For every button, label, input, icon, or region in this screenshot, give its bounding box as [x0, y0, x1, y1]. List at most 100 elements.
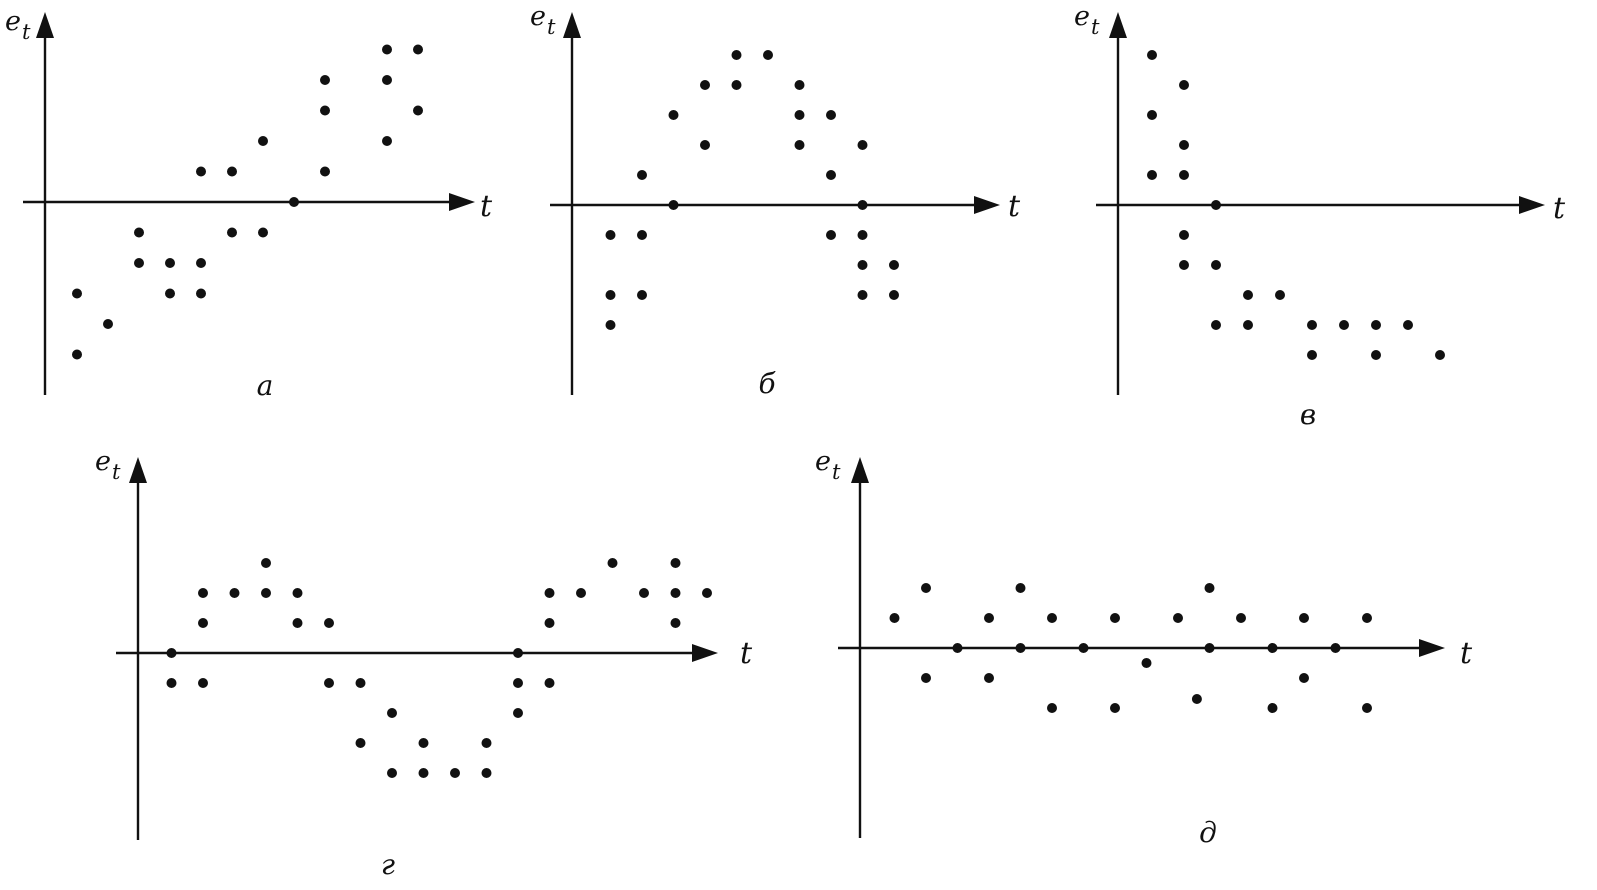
- data-point: [637, 170, 647, 180]
- y-axis-arrow: [563, 12, 581, 38]
- data-point: [639, 588, 649, 598]
- data-point: [921, 673, 931, 683]
- data-point: [1204, 643, 1215, 653]
- y-axis-label-subscript: t: [832, 460, 841, 484]
- data-point: [1179, 230, 1189, 240]
- data-point: [1275, 290, 1285, 300]
- data-point: [1211, 200, 1221, 210]
- data-point: [857, 140, 868, 150]
- data-point: [670, 588, 681, 598]
- data-point: [702, 588, 712, 598]
- data-point: [324, 618, 334, 628]
- data-point: [1015, 643, 1026, 653]
- data-point: [984, 673, 994, 683]
- panel-label: в: [1300, 398, 1316, 431]
- data-point: [1147, 110, 1157, 120]
- data-point: [921, 583, 931, 593]
- data-point: [1110, 703, 1120, 713]
- data-point: [670, 618, 681, 628]
- data-point: [292, 588, 303, 598]
- data-point: [1307, 350, 1317, 360]
- y-axis-label: e: [530, 1, 546, 32]
- x-axis-arrow: [449, 193, 475, 211]
- data-point: [418, 738, 429, 748]
- data-point: [1179, 80, 1189, 90]
- data-point: [668, 110, 679, 120]
- data-point: [320, 105, 330, 116]
- data-point: [196, 166, 206, 177]
- y-axis-label: e: [95, 446, 111, 477]
- data-point: [731, 50, 742, 60]
- data-point: [794, 110, 805, 120]
- data-point: [1403, 320, 1413, 330]
- data-point: [166, 648, 177, 658]
- data-point: [1330, 643, 1341, 653]
- data-point: [196, 258, 206, 268]
- data-point: [637, 290, 647, 300]
- data-point: [258, 227, 268, 238]
- x-axis-label: t: [480, 189, 493, 224]
- data-point: [1299, 673, 1309, 683]
- data-point: [826, 110, 836, 120]
- data-point: [513, 678, 523, 688]
- data-point: [544, 588, 555, 598]
- y-axis-arrow: [36, 12, 54, 38]
- data-point: [607, 558, 618, 568]
- data-point: [731, 80, 742, 90]
- data-point: [481, 738, 492, 748]
- data-point: [670, 558, 681, 568]
- x-axis-label: t: [1460, 636, 1473, 671]
- data-point: [952, 643, 963, 653]
- panel-label: а: [257, 369, 274, 402]
- y-axis-arrow: [851, 457, 869, 483]
- data-point: [1435, 350, 1445, 360]
- data-point: [1179, 170, 1189, 180]
- data-point: [1362, 703, 1372, 713]
- data-point: [1339, 320, 1349, 330]
- y-axis-label: e: [1074, 1, 1090, 32]
- data-point: [1371, 320, 1381, 330]
- y-axis-label: e: [815, 446, 831, 477]
- data-point: [1243, 290, 1253, 300]
- data-point: [1299, 613, 1309, 623]
- data-point: [1047, 703, 1057, 713]
- data-point: [1236, 613, 1246, 623]
- x-axis-arrow: [1419, 639, 1445, 657]
- data-point: [1147, 170, 1157, 180]
- data-point: [794, 140, 805, 150]
- data-point: [544, 678, 555, 688]
- data-point: [382, 44, 392, 55]
- x-axis-arrow: [974, 196, 1000, 214]
- y-axis-arrow: [1109, 12, 1127, 38]
- data-point: [1267, 643, 1278, 653]
- y-axis-arrow: [129, 457, 147, 483]
- panel-label: б: [758, 367, 776, 400]
- data-point: [134, 258, 144, 268]
- data-point: [889, 290, 899, 300]
- data-point: [857, 260, 868, 270]
- x-axis-arrow: [1519, 196, 1545, 214]
- data-point: [700, 80, 710, 90]
- y-axis-label: e: [5, 6, 21, 37]
- data-point: [576, 588, 586, 598]
- data-point: [320, 166, 330, 177]
- data-point: [289, 197, 299, 207]
- data-point: [198, 618, 208, 628]
- x-axis-label: t: [740, 636, 753, 671]
- panel-label: д: [1199, 816, 1217, 849]
- data-point: [413, 105, 423, 116]
- data-point: [72, 288, 82, 299]
- data-point: [1243, 320, 1253, 330]
- data-point: [1211, 320, 1221, 330]
- data-point: [166, 678, 177, 688]
- data-point: [198, 588, 208, 598]
- data-point: [857, 290, 868, 300]
- data-point: [258, 136, 268, 146]
- data-point: [481, 768, 492, 778]
- data-point: [763, 50, 773, 60]
- data-point: [355, 738, 366, 748]
